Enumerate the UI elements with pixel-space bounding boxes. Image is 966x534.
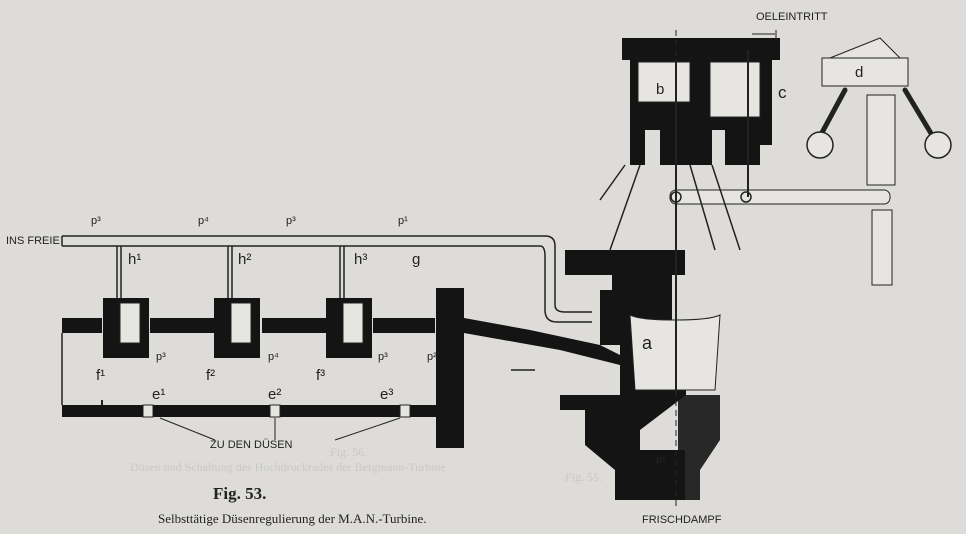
label-d: d: [855, 64, 864, 81]
label-g: g: [412, 251, 421, 268]
label-c: c: [778, 83, 787, 102]
label-oeleintritt: OELEINTRITT: [756, 11, 828, 23]
label-valve-p-2: p⁴: [268, 351, 279, 363]
label-h2: h²: [238, 251, 252, 268]
label-b: b: [656, 81, 665, 98]
label-ins-freie: INS FREIE: [6, 235, 60, 247]
pipe-g-bottom: [62, 245, 592, 323]
label-e1: e¹: [152, 386, 166, 403]
label-valve-p-1: p³: [156, 351, 166, 363]
bleed-through-fig-55: Fig. 55.: [565, 470, 603, 484]
label-e3: e³: [380, 386, 394, 403]
nozzle-chamber-body: [62, 38, 780, 500]
pipe-g-top: [62, 235, 592, 313]
label-f3: f³: [316, 367, 326, 384]
label-frischdampf: FRISCHDAMPF: [642, 514, 722, 526]
label-p2: p²: [427, 351, 437, 363]
label-a: a: [642, 333, 653, 353]
label-pipe-p-3: p³: [286, 215, 296, 227]
label-pipe-p-4: p¹: [398, 215, 408, 227]
bleed-through-fig-56: Fig. 56.: [330, 445, 368, 459]
governor-ball-left: [806, 131, 834, 159]
label-h3: h³: [354, 251, 368, 268]
label-valve-p-3: p³: [378, 351, 388, 363]
figure-caption: Selbsttätige Düsenregulierung der M.A.N.…: [158, 511, 427, 526]
label-f2: f²: [206, 367, 216, 384]
label-e2: e²: [268, 386, 282, 403]
bleed-through-line: Düsen und Schaltung des Hochdruckrades d…: [130, 460, 446, 474]
label-f1: f¹: [96, 367, 106, 384]
label-zu-den-duesen: ZU DEN DÜSEN: [210, 439, 293, 451]
label-pipe-p-2: p⁴: [198, 215, 209, 227]
label-h1: h¹: [128, 251, 142, 268]
figure-title: Fig. 53.: [213, 484, 267, 503]
governor-ball-right: [924, 131, 952, 159]
label-p1: p¹: [656, 454, 666, 466]
label-pipe-p-1: p³: [91, 215, 101, 227]
